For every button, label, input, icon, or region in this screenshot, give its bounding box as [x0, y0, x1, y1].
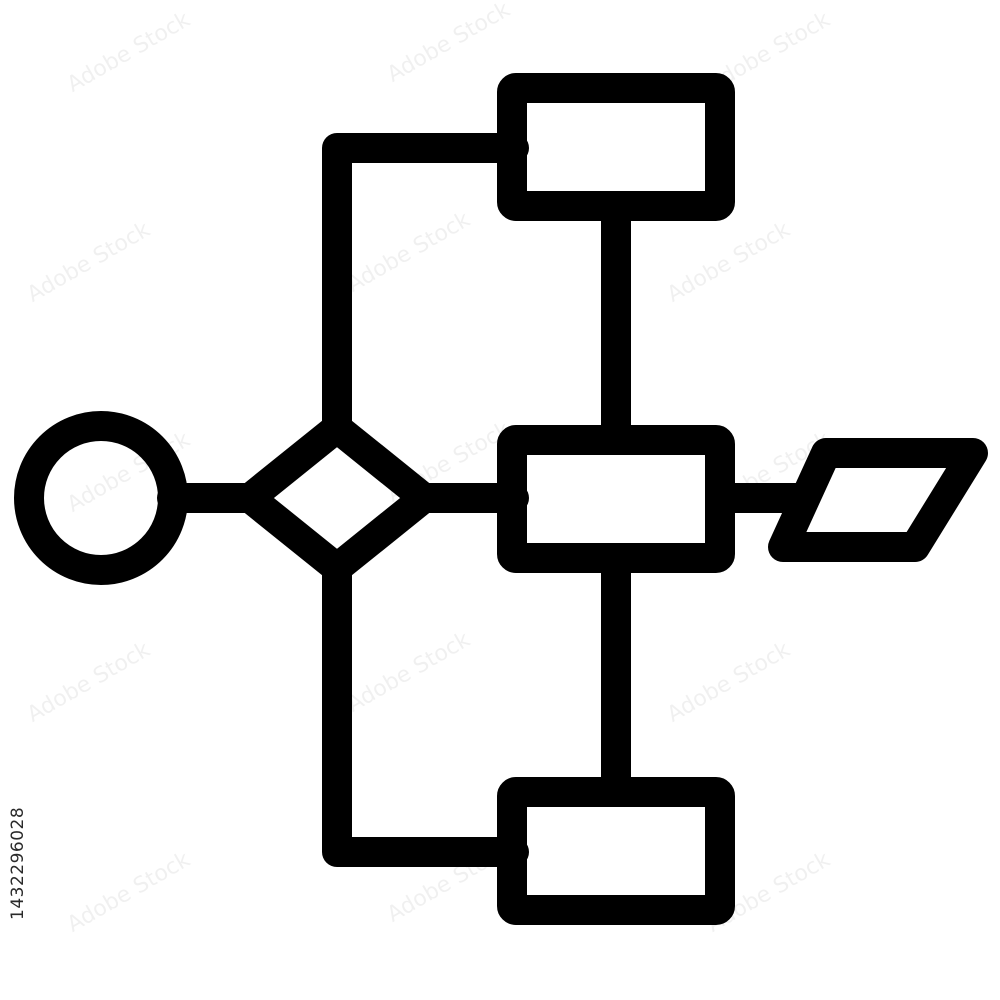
process-node-middle	[497, 425, 735, 573]
edge-decision-bottom	[322, 553, 529, 867]
output-node-parallelogram	[768, 438, 988, 562]
nodes	[14, 73, 988, 925]
process-node-bottom	[497, 777, 735, 925]
edge-decision-top	[322, 133, 529, 443]
start-node-circle	[14, 411, 188, 585]
decision-node-diamond	[235, 413, 439, 583]
process-node-top	[497, 73, 735, 221]
watermark-image-id: 1432296028	[8, 806, 28, 920]
